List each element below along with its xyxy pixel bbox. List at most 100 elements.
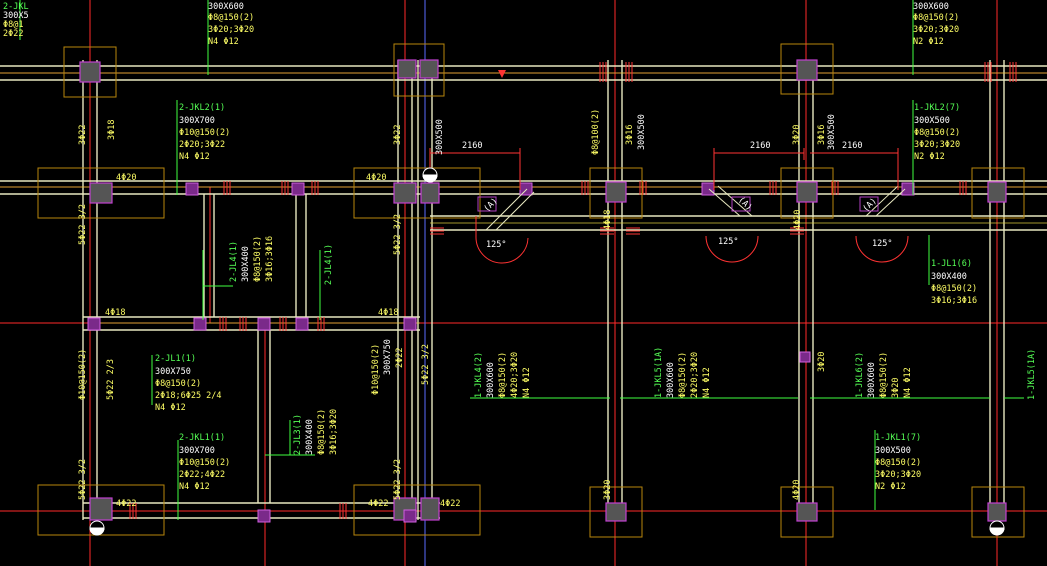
note-jl4-1-line-2: Φ8@150(2) <box>253 236 263 282</box>
leader-lines <box>19 0 1024 520</box>
note-1jkl2-7-line-3: 3Φ20;3Φ20 <box>914 140 960 150</box>
dimension-3: 2160 <box>842 141 862 151</box>
vlabel-5-22-b: 5Φ22 3/2 <box>393 214 403 255</box>
vlabel-4-20-b: 4Φ20 <box>792 480 802 500</box>
note-jl3-1-line-1: 300X400 <box>305 419 315 455</box>
vnote-jkl5-line-2: Φ8@150(2) <box>678 352 688 398</box>
note-jl3-1-line-2: Φ8@150(2) <box>317 409 327 455</box>
dimension-1: 2160 <box>462 141 482 151</box>
note-top-right-line-2: Φ8@150(2) <box>913 13 959 23</box>
vnote-jkl4-2-line-1: 300X600 <box>486 362 496 398</box>
note-top-mid-line-2: Φ8@150(2) <box>208 13 254 23</box>
note-jl1-1-line-2: Φ8@150(2) <box>155 379 201 389</box>
note-jl1-1-line-3: 2Φ18;6Φ25 2/4 <box>155 391 222 401</box>
vnote-mid-line-2: 300X750 <box>383 339 393 375</box>
note-jkl2-1-line-4: N4 Φ12 <box>179 152 210 162</box>
arrow-marker <box>498 70 506 78</box>
label-4-22-c: 4Φ22 <box>440 499 460 509</box>
note-jl1-1-line-1: 300X750 <box>155 367 191 377</box>
vlabel-3-22-b: 3Φ22 <box>393 125 403 145</box>
note-jl3-1-line-3: 3Φ16;3Φ20 <box>329 409 339 455</box>
vlabel-3-16-a: 3Φ16 <box>625 125 635 145</box>
dimension-lines <box>429 148 899 190</box>
note-jkl2-1-line-1: 300X700 <box>179 116 215 126</box>
note-1jkl1-7-line-2: Φ8@150(2) <box>875 458 921 468</box>
vlabel-5-22-c: 5Φ22 2/3 <box>106 359 116 400</box>
note-1jkl2-7-line-2: Φ8@150(2) <box>914 128 960 138</box>
vnote-jkl5-right-label: 1-JKL5(1A) <box>1027 349 1037 400</box>
vnote-jkl6-label: 1-JKL6(2) <box>855 352 865 398</box>
vnote-mid-line-1: Φ10@150(2) <box>371 344 381 395</box>
note-top-mid-line-1: 300X600 <box>208 2 244 12</box>
note-1jl1-6-line-3: 3Φ16;3Φ16 <box>931 296 977 306</box>
door-2-angle: 125° <box>718 237 738 247</box>
vnote-jkl5-label: 1-JKL5(1A) <box>654 347 664 398</box>
note-jkl2-1-line-2: Φ10@150(2) <box>179 128 230 138</box>
note-jkl1-1-label: 2-JKL1(1) <box>179 433 225 443</box>
note-1jkl1-7-line-1: 300X500 <box>875 446 911 456</box>
vlabel-5-22-e: 5Φ22 3/2 <box>393 459 403 500</box>
vnote-jkl4-2-line-3: 4Φ20;3Φ20 <box>510 352 520 398</box>
door-3 <box>855 185 909 263</box>
vnote-jkl5-line-3: 2Φ20;3Φ20 <box>690 352 700 398</box>
label-300x500-b: 300X500 <box>637 114 647 150</box>
vlabel-3-22-a: 3Φ22 <box>78 125 88 145</box>
note-jl4-1b-label: 2-JL4(1) <box>324 244 334 285</box>
note-top-right-line-3: 3Φ20;3Φ20 <box>913 25 959 35</box>
vlabel-3-20-c: 3Φ20 <box>603 480 613 500</box>
vlabel-8-100: Φ8@100(2) <box>591 109 601 155</box>
door-2 <box>705 185 759 263</box>
label-300x500-c: 300X500 <box>827 114 837 150</box>
door-1 <box>475 188 535 264</box>
note-top-mid-line-4: N4 Φ12 <box>208 37 239 47</box>
vlabel-10-150: Φ10@150(2) <box>78 349 88 400</box>
note-top-right-line-1: 300X600 <box>913 2 949 12</box>
vnote-jkl6-line-2: Φ8@150(2) <box>879 352 889 398</box>
vnote-jkl4-2-label: 1-JKL4(2) <box>474 352 484 398</box>
note-1jkl2-7-label: 1-JKL2(7) <box>914 103 960 113</box>
note-top-right-line-4: N2 Φ12 <box>913 37 944 47</box>
note-top-left-line-4: 2Φ22 <box>3 29 23 39</box>
vlabel-4-20-a: 4Φ20 <box>793 210 803 230</box>
label-4-22-a: 4Φ22 <box>116 499 136 509</box>
dimension-2: 2160 <box>750 141 770 151</box>
vnote-mid-line-3: 2Φ22 <box>395 348 405 368</box>
vlabel-3-16-b: 3Φ16 <box>817 125 827 145</box>
vnote-jkl4-2-line-2: Φ8@150(2) <box>498 352 508 398</box>
vlabel-3-20-b: 3Φ20 <box>817 352 827 372</box>
note-jkl1-1-line-1: 300X700 <box>179 446 215 456</box>
vnote-jkl6-line-4: N4 Φ12 <box>903 367 913 398</box>
note-jl1-1-label: 2-JL1(1) <box>155 354 196 364</box>
vertical-notes: 2-JL4(1) 300X400 Φ8@150(2) 3Φ16;3Φ16 2-J… <box>78 109 1037 500</box>
annotation-notes: 2-JKL 300X5 Φ8@1 2Φ22 300X600 Φ8@150(2) … <box>3 2 977 509</box>
label-4-20-b: 4Φ20 <box>366 173 386 183</box>
columns <box>79 59 1007 522</box>
note-jkl1-1-line-3: 2Φ22;4Φ22 <box>179 470 225 480</box>
vlabel-5-22-a: 5Φ22 3/2 <box>78 204 88 245</box>
vlabel-5-22-d: 5Φ22 3/2 <box>78 459 88 500</box>
label-4-22-b: 4Φ22 <box>368 499 388 509</box>
note-1jkl1-7-line-4: N2 Φ12 <box>875 482 906 492</box>
vlabel-5-22-f: 5Φ22 3/2 <box>421 344 431 385</box>
note-1jkl1-7-line-3: 3Φ20;3Φ20 <box>875 470 921 480</box>
note-top-left-line-3: Φ8@1 <box>3 20 23 30</box>
label-4-18-b: 4Φ18 <box>378 308 398 318</box>
door-3-angle: 125° <box>872 239 892 249</box>
label-4-20-a: 4Φ20 <box>116 173 136 183</box>
vnote-jkl6-line-3: 3Φ20 <box>891 378 901 398</box>
note-top-left-line-2: 300X5 <box>3 11 29 21</box>
vnote-jkl4-2-line-4: N4 Φ12 <box>522 367 532 398</box>
note-1jkl1-7-label: 1-JKL1(7) <box>875 433 921 443</box>
vnote-jkl5-line-4: N4 Φ12 <box>702 367 712 398</box>
vlabel-4-18: 4Φ18 <box>603 210 613 230</box>
note-jkl1-1-line-4: N4 Φ12 <box>179 482 210 492</box>
note-1jl1-6-line-1: 300X400 <box>931 272 967 282</box>
note-jl1-1-line-4: N4 Φ12 <box>155 403 186 413</box>
hatch-joints <box>87 182 915 523</box>
note-jl4-1-label: 2-JL4(1) <box>229 241 239 282</box>
label-4-18-a: 4Φ18 <box>105 308 125 318</box>
note-jkl2-1-label: 2-JKL2(1) <box>179 103 225 113</box>
note-1jl1-6-label: 1-JL1(6) <box>931 259 972 269</box>
